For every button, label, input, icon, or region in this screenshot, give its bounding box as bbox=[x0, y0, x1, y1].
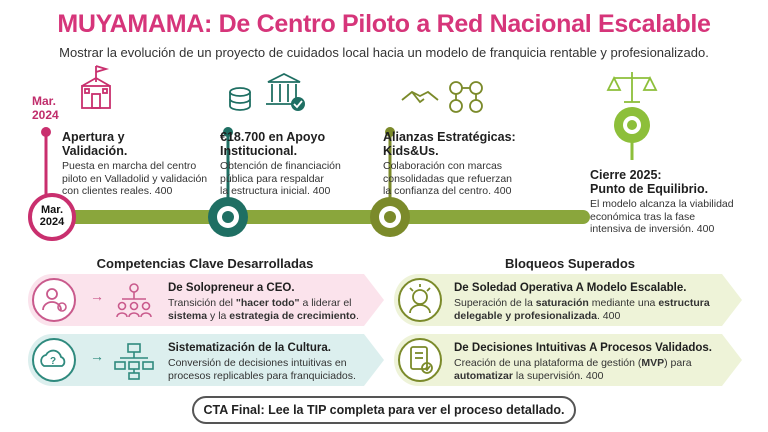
milestone-3-title: Alianzas Estratégicas: Kids&Us. bbox=[383, 130, 516, 158]
bloqueo-2-title: De Decisiones Intuitivas A Procesos Vali… bbox=[454, 342, 712, 354]
document-check-icon bbox=[398, 338, 442, 382]
milestone-node-1 bbox=[28, 193, 76, 241]
milestone-3-text: Colaboración con marcas consolidadas que… bbox=[383, 160, 513, 197]
user-gear-icon bbox=[32, 278, 76, 322]
milestone-2-title: €18.700 en Apoyo Institucional. bbox=[220, 130, 326, 158]
cloud-question-icon: ? bbox=[32, 338, 76, 382]
bloqueo-2-text: Creación de una plataforma de gestión (M… bbox=[454, 357, 692, 382]
competencia-2-title: Sistematización de la Cultura. bbox=[168, 342, 331, 354]
milestone-1-title: Apertura y Validación. bbox=[62, 130, 128, 158]
cta-final-button[interactable]: CTA Final: Lee la TIP completa para ver … bbox=[192, 396, 576, 424]
milestone-4-text: El modelo alcanza la viabilidad económic… bbox=[590, 198, 734, 235]
flowchart-icon bbox=[114, 343, 154, 380]
start-date-top: Mar. 2024 bbox=[32, 94, 59, 122]
timeline-graphic bbox=[28, 65, 658, 241]
start-date-badge: Mar. 2024 bbox=[39, 204, 65, 228]
competencia-1-text: Transición del "hacer todo" a liderar el… bbox=[168, 297, 359, 322]
bloqueo-1-title: De Soledad Operativa A Modelo Escalable. bbox=[454, 282, 687, 294]
school-building-icon bbox=[81, 65, 111, 109]
milestone-2-text: Obtención de financiación pública para r… bbox=[220, 160, 341, 197]
page-subtitle: Mostrar la evolución de un proyecto de c… bbox=[59, 45, 709, 60]
milestone-4-title: Cierre 2025: Punto de Equilibrio. bbox=[590, 168, 709, 196]
timeline-bar bbox=[40, 210, 590, 224]
bloqueo-card-2: De Decisiones Intuitivas A Procesos Vali… bbox=[394, 334, 742, 386]
competencia-2-text: Conversión de decisiones intuitivas en p… bbox=[168, 357, 356, 382]
competencias-heading: Competencias Clave Desarrolladas bbox=[96, 256, 314, 271]
competencia-card-2: ? → Sistematización de la Cultura. Conve… bbox=[28, 334, 384, 386]
svg-text:?: ? bbox=[50, 356, 56, 367]
check-badge-icon bbox=[291, 97, 305, 111]
handshake-network-icon bbox=[401, 81, 483, 113]
stressed-person-icon bbox=[398, 278, 442, 322]
competencia-card-1: → De Solopreneur a CEO. Transición del "… bbox=[28, 274, 384, 326]
bloqueo-1-text: Superación de la saturación mediante una… bbox=[454, 297, 710, 322]
arrow-right-icon: → bbox=[90, 288, 104, 304]
balance-scale-icon bbox=[606, 72, 658, 103]
bloqueo-card-1: De Soledad Operativa A Modelo Escalable.… bbox=[394, 274, 742, 326]
bloqueos-heading: Bloqueos Superados bbox=[504, 256, 636, 271]
competencia-1-title: De Solopreneur a CEO. bbox=[168, 282, 295, 294]
arrow-right-icon: → bbox=[90, 348, 104, 364]
milestone-1-text: Puesta en marcha del centro piloto en Va… bbox=[62, 160, 208, 197]
org-team-icon bbox=[116, 283, 152, 318]
page-title: MUYAMAMA: De Centro Piloto a Red Naciona… bbox=[57, 10, 711, 38]
